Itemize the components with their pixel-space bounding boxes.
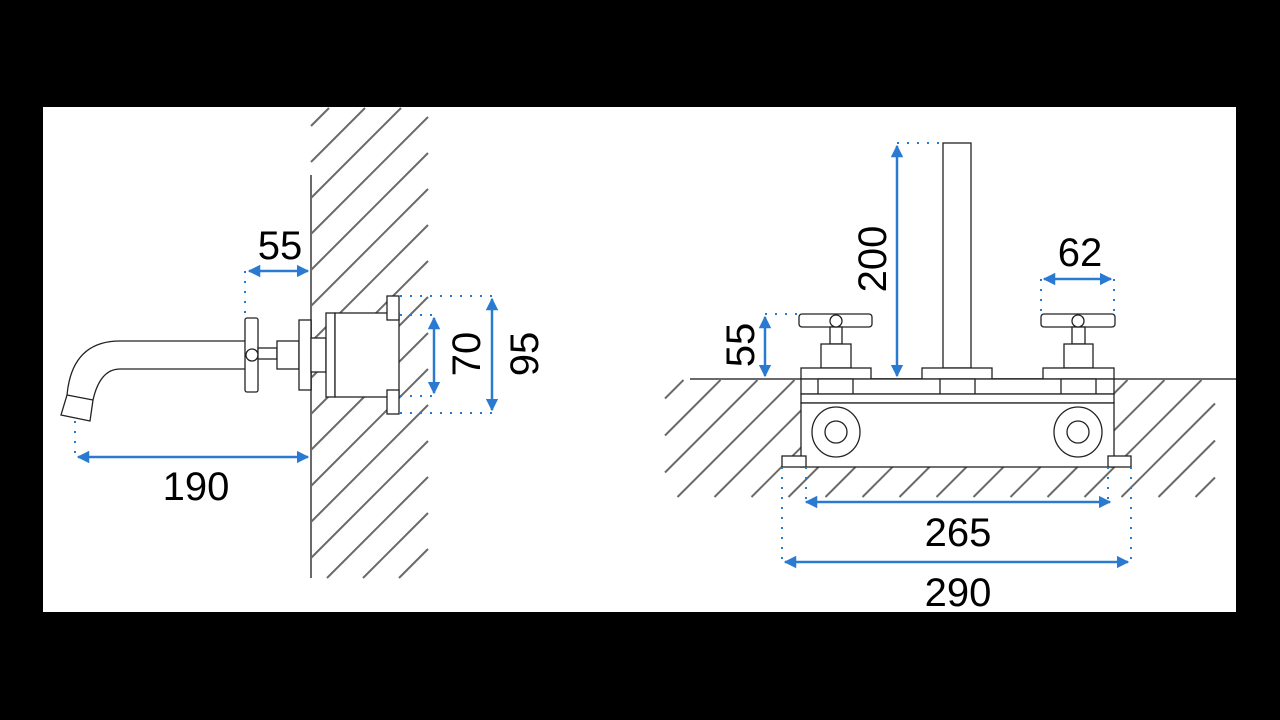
side-view: 55 70 95 190 [60, 175, 547, 578]
dimension-body-width: 265 [804, 467, 1112, 555]
dimension-projection: 55 [244, 224, 310, 318]
spout-tube [942, 142, 972, 369]
right-handle [1040, 313, 1116, 380]
body-top-plate [800, 393, 1115, 404]
hatch-line [664, 379, 722, 437]
connector-right [1060, 378, 1097, 395]
dimension-spout-height: 200 [851, 142, 940, 378]
front-view: 200 55 62 265 290 [690, 142, 1236, 615]
drawing-panel [43, 107, 1236, 612]
flange [298, 319, 312, 391]
hatch-line [1120, 402, 1216, 498]
hatch-line [1083, 379, 1203, 498]
coupling [276, 340, 300, 370]
valve-port-right-inner [1066, 420, 1090, 444]
hatch-line [310, 188, 429, 307]
concealed-body [334, 312, 400, 398]
dimension-label: 200 [851, 226, 895, 293]
dimension-inner-height: 70 [400, 314, 489, 397]
tab-top [386, 295, 400, 321]
dimension-overall-width: 290 [781, 467, 1132, 615]
dimension-label: 62 [1058, 231, 1103, 275]
hatch-line [326, 476, 429, 579]
hatch-line [676, 379, 796, 498]
hatch-line [310, 116, 429, 235]
dimension-outer-height: 95 [400, 295, 547, 414]
hatch-line [398, 548, 429, 579]
foot-right [1107, 455, 1132, 468]
rod [257, 347, 278, 360]
dimension-label: 190 [163, 465, 230, 509]
dimension-label: 55 [719, 323, 763, 368]
hatch-line [362, 512, 429, 579]
hatch-line [310, 404, 429, 523]
dimension-label: 55 [258, 224, 303, 268]
spout-side [60, 340, 245, 422]
hatch-line [310, 368, 429, 487]
connector-middle [939, 378, 976, 395]
hatch-line [310, 107, 366, 163]
hatch-line [310, 107, 330, 127]
hatch-line [310, 152, 429, 271]
hatch-line [310, 107, 402, 199]
dimension-label: 70 [445, 332, 489, 377]
left-handle [798, 313, 873, 380]
foot-left [781, 455, 807, 468]
hatch-line [1157, 439, 1216, 498]
tab-bottom [386, 389, 400, 415]
hatch-line [664, 379, 759, 474]
connector-left [817, 378, 854, 395]
dimension-label: 95 [503, 332, 547, 377]
connector [310, 337, 327, 373]
dimension-spout-reach: 190 [74, 421, 310, 509]
dimension-handle-height: 55 [719, 313, 800, 378]
spout-base [921, 367, 993, 380]
wall-hatch [310, 107, 429, 579]
hatch-line [310, 440, 429, 559]
hatch-line [664, 379, 685, 400]
hatch-line [1194, 476, 1216, 498]
dimension-label: 265 [925, 511, 992, 555]
dimension-handle-width: 62 [1040, 231, 1115, 314]
set-screw [245, 348, 259, 362]
valve-port-left-inner [824, 420, 848, 444]
dimension-label: 290 [925, 571, 992, 615]
body-plate [325, 312, 336, 398]
